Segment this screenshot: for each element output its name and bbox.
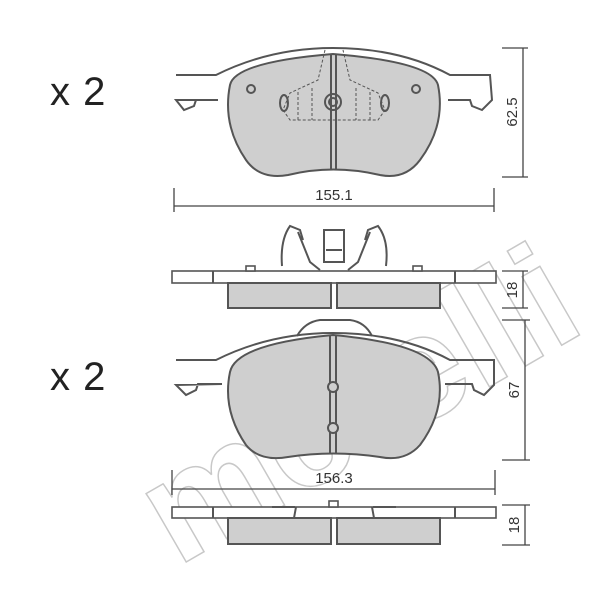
hole-icon: [327, 422, 339, 434]
top-height-dimension: 62.5: [502, 47, 528, 178]
top-quantity-label: x 2: [50, 70, 107, 114]
top-width-label: 155.1: [315, 187, 353, 204]
bottom-pad-side-view: [171, 500, 497, 545]
hole-icon: [327, 381, 339, 393]
top-pad-side-view: [171, 224, 497, 309]
top-thickness-dimension: 18: [502, 270, 528, 309]
bottom-width-dimension: 156.3: [171, 470, 496, 495]
bottom-thickness-label: 18: [506, 517, 523, 534]
top-friction-material: [227, 52, 441, 177]
hole-icon: [246, 84, 256, 94]
top-backplate-outline: [173, 46, 494, 112]
top-pad-front-view: [173, 46, 494, 177]
top-thickness-label: 18: [504, 282, 521, 299]
bottom-thickness-dimension: 18: [502, 504, 530, 546]
bottom-height-dimension: 67: [502, 319, 530, 461]
hole-icon: [411, 84, 421, 94]
top-width-dimension: 155.1: [173, 187, 495, 212]
top-height-label: 62.5: [504, 97, 521, 126]
bottom-quantity-label: x 2: [50, 355, 107, 399]
bottom-pad-front-view: [173, 319, 495, 460]
bottom-height-label: 67: [506, 382, 523, 399]
bottom-width-label: 156.3: [315, 470, 353, 487]
